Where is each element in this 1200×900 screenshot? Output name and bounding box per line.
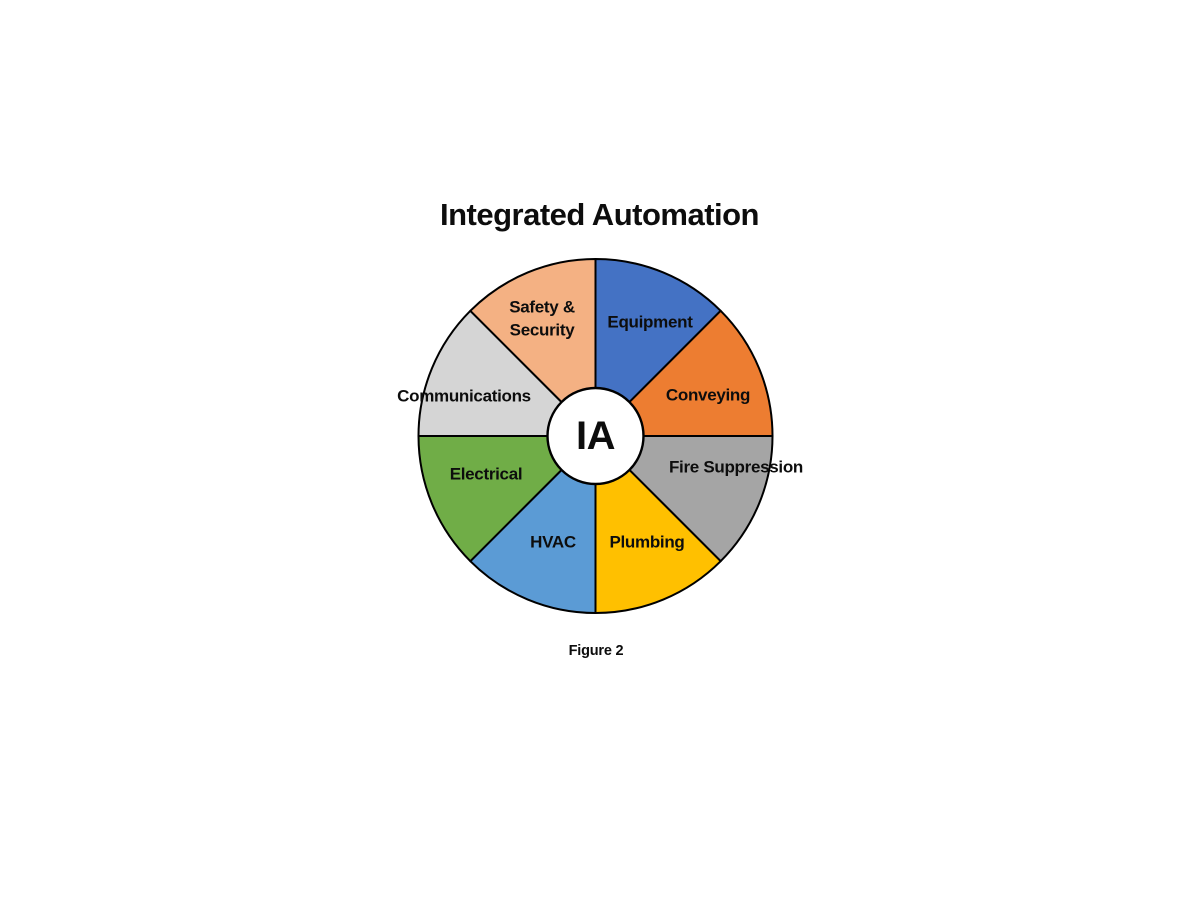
slice-label: Safety & — [509, 298, 575, 317]
pie-slice-conveying — [594, 309, 774, 437]
slice-label: Communications — [397, 387, 531, 406]
slice-label: Security — [510, 321, 576, 340]
pie-slice-electrical — [417, 435, 597, 563]
pie-slice-equipment — [594, 258, 722, 437]
donut-center-circle — [546, 386, 645, 486]
pie-slice-plumbing — [594, 435, 722, 614]
slice-label: Equipment — [607, 313, 693, 332]
slice-label: Fire Suppression — [669, 458, 803, 477]
figure-caption: Figure 2 — [568, 643, 624, 659]
pie-slice-hvac — [469, 435, 597, 614]
pie-slice-safety-security — [469, 258, 597, 437]
slice-label: Conveying — [666, 386, 750, 405]
pie-slice-fire-suppression — [594, 435, 774, 563]
donut-center-label: IA — [576, 414, 615, 458]
slice-label: Plumbing — [609, 533, 684, 552]
pie-slices — [417, 258, 774, 614]
pie-slice-communications — [417, 309, 597, 437]
slice-label: HVAC — [530, 533, 576, 552]
slice-label: Electrical — [450, 465, 523, 484]
figure-title: Integrated Automation — [439, 197, 760, 232]
